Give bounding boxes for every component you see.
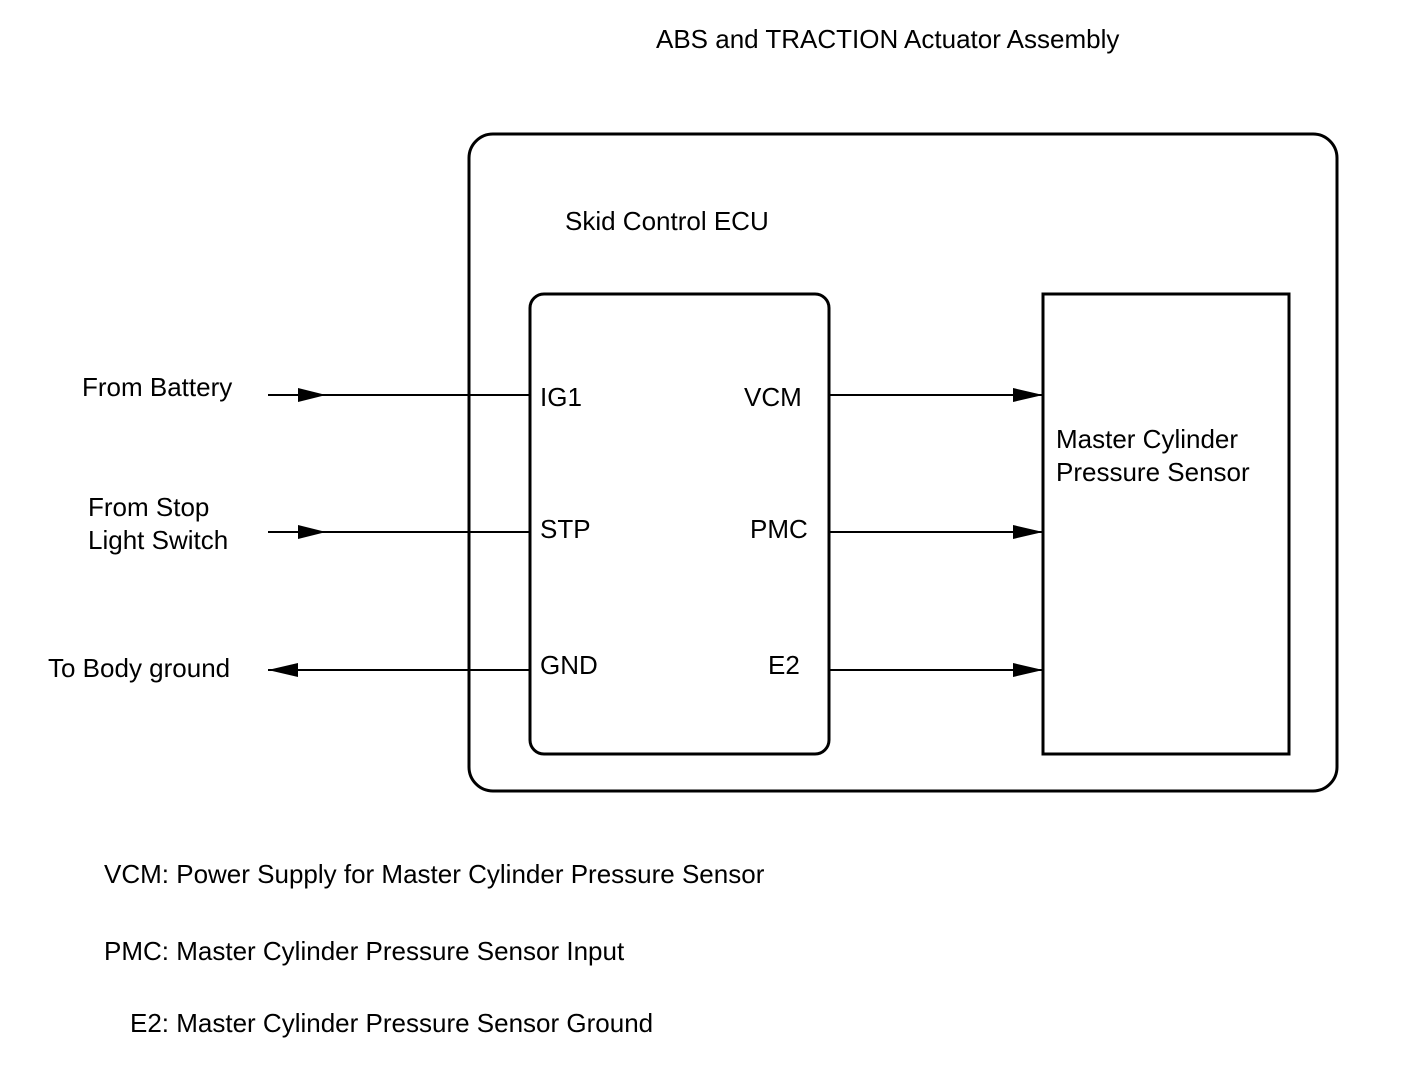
pin-stp: STP [540,514,591,544]
stop-light-wire [268,525,530,539]
sensor-label-line1: Master Cylinder [1056,424,1238,454]
arrow-right-icon [298,525,326,539]
pin-gnd: GND [540,650,598,680]
from-stop-label-line1: From Stop [88,492,209,522]
pressure-sensor-box [1041,292,1291,756]
from-battery-label: From Battery [82,372,232,402]
sensor-label-line2: Pressure Sensor [1056,457,1250,487]
arrow-left-icon [268,663,298,677]
pin-pmc: PMC [750,514,808,544]
legend-e2: E2: Master Cylinder Pressure Sensor Grou… [130,1008,653,1038]
pin-ig1: IG1 [540,382,582,412]
legend-vcm: VCM: Power Supply for Master Cylinder Pr… [104,859,765,889]
ground-wire [268,663,530,677]
pin-vcm: VCM [744,382,802,412]
skid-control-ecu-box [528,292,831,756]
e2-wire [830,663,1043,677]
vcm-wire [830,388,1043,402]
legend-pmc: PMC: Master Cylinder Pressure Sensor Inp… [104,936,625,966]
arrow-right-icon [1013,388,1043,402]
battery-wire [268,388,530,402]
pin-e2: E2 [768,650,800,680]
assembly-title: ABS and TRACTION Actuator Assembly [656,24,1119,54]
arrow-right-icon [1013,663,1043,677]
arrow-right-icon [1013,525,1043,539]
from-stop-label-line2: Light Switch [88,525,228,555]
to-body-ground-label: To Body ground [48,653,230,683]
actuator-assembly-box [467,132,1339,793]
pmc-wire [830,525,1043,539]
arrow-right-icon [298,388,326,402]
ecu-label: Skid Control ECU [565,206,769,236]
